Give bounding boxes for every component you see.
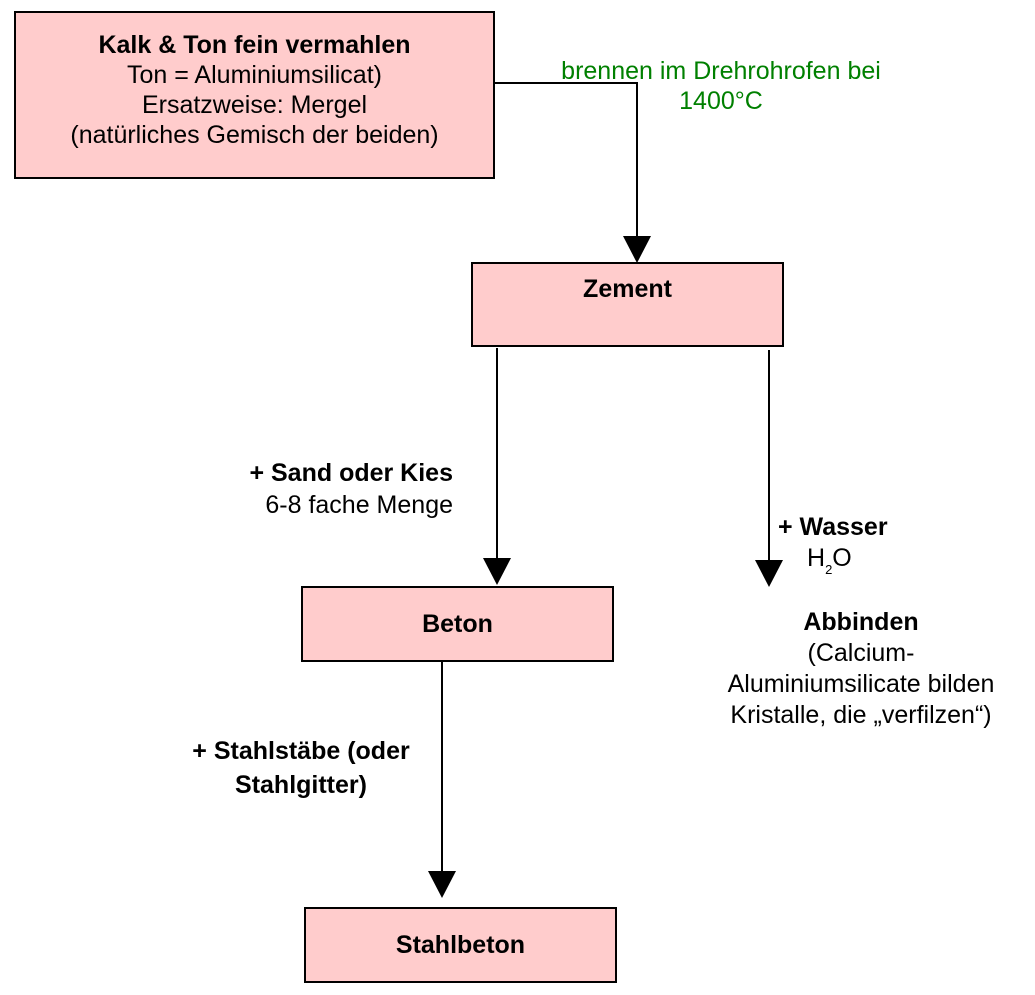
- connector-raw-to-zement: [494, 82, 638, 238]
- label-brennen: brennen im Drehrohrofen bei 1400°C: [520, 56, 922, 116]
- box-beton: Beton: [301, 586, 614, 662]
- stahlbeton-label: Stahlbeton: [395, 931, 526, 959]
- raw-line-4: (natürliches Gemisch der beiden): [70, 121, 439, 149]
- formula-h: H: [807, 544, 826, 572]
- abbinden-line-4: Kristalle, die „verfilzen“): [730, 701, 992, 729]
- formula-sub: 2: [825, 562, 833, 577]
- brennen-line-1: brennen im Drehrohrofen bei: [561, 57, 881, 85]
- box-zement: Zement: [471, 262, 784, 347]
- formula-o: O: [832, 544, 852, 572]
- abbinden-title: Abbinden: [803, 608, 919, 636]
- stahl-line-1: + Stahlstäbe (oder: [192, 737, 410, 765]
- box-raw-materials: Kalk & Ton fein vermahlen Ton = Aluminiu…: [14, 11, 495, 179]
- water-formula: H2O: [778, 543, 978, 585]
- abbinden-line-3: Aluminiumsilicate bilden: [727, 670, 995, 698]
- arrowhead-stahlbeton: [428, 871, 456, 898]
- abbinden-line-2: (Calcium-: [807, 639, 915, 667]
- raw-line-3: Ersatzweise: Mergel: [141, 91, 368, 119]
- beton-label: Beton: [422, 610, 493, 638]
- raw-line-2: Ton = Aluminiumsilicat): [127, 61, 382, 89]
- label-stahl: + Stahlstäbe (oder Stahlgitter): [146, 734, 456, 802]
- raw-title: Kalk & Ton fein vermahlen: [98, 31, 411, 59]
- sand-line-1: + Sand oder Kies: [249, 459, 453, 487]
- stahl-line-2: Stahlgitter): [235, 771, 367, 799]
- zement-label: Zement: [583, 275, 672, 303]
- label-sand: + Sand oder Kies 6-8 fache Menge: [160, 458, 453, 520]
- arrowhead-zement: [623, 236, 651, 263]
- arrowhead-abbinden: [755, 560, 783, 587]
- wasser-line-1: + Wasser: [778, 513, 888, 541]
- brennen-line-2: 1400°C: [679, 87, 763, 115]
- sand-line-2: 6-8 fache Menge: [265, 491, 453, 519]
- label-wasser: + Wasser H2O: [778, 512, 978, 585]
- label-abbinden: Abbinden (Calcium- Aluminiumsilicate bil…: [700, 607, 1022, 731]
- arrowhead-beton: [483, 558, 511, 585]
- box-stahlbeton: Stahlbeton: [304, 907, 617, 983]
